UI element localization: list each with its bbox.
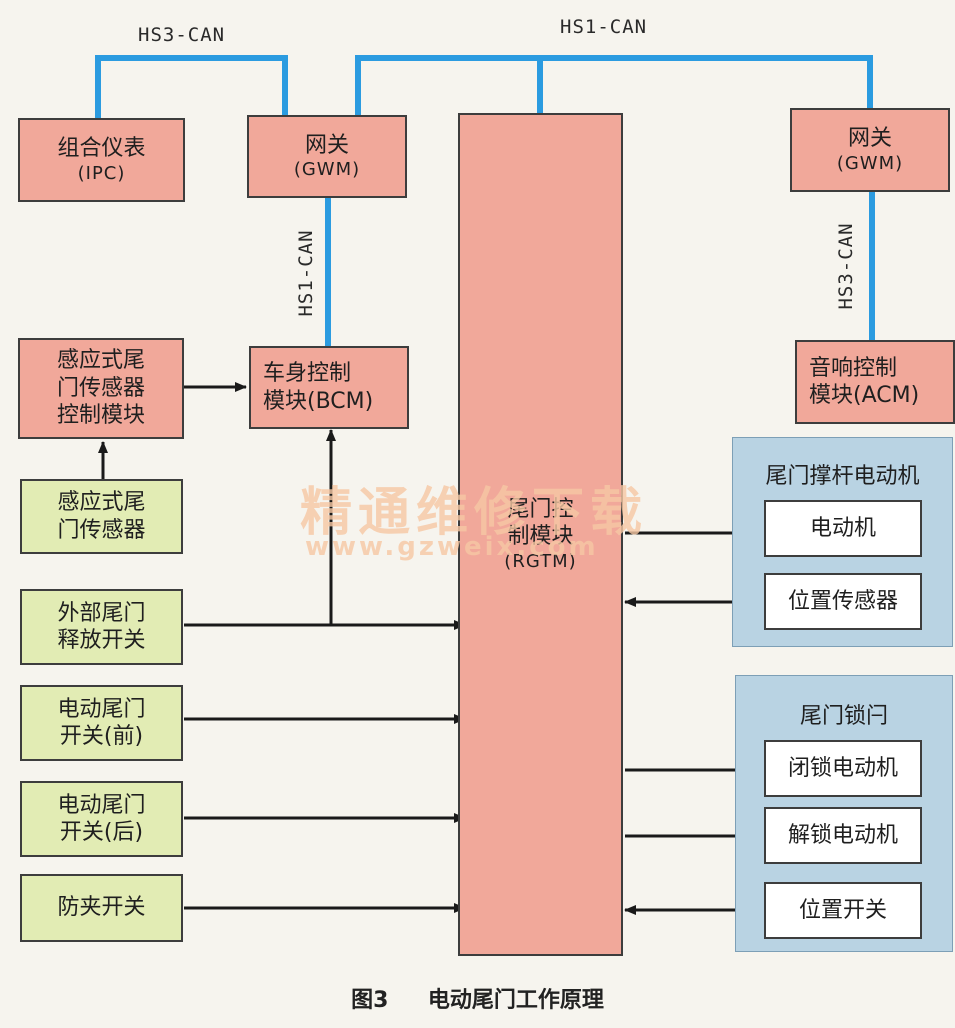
exterior-release-line2: 释放开关	[57, 628, 146, 653]
watermark-text: 精通维修下载	[300, 483, 649, 543]
bcm-line1: 车身控制	[263, 361, 352, 386]
hs1-can-top-line	[355, 55, 873, 118]
sensor-module-line2: 门传感器	[56, 375, 145, 401]
lock-motor-box: 闭锁电动机	[764, 740, 922, 797]
watermark-url: www.gzweix.com	[305, 532, 599, 562]
gwm-left-code: (GWM)	[293, 159, 361, 180]
sensor-module-line1: 感应式尾	[56, 348, 145, 374]
exterior-release-switch: 外部尾门 释放开关	[20, 589, 183, 665]
figure-caption: 图3 电动尾门工作原理	[0, 982, 955, 1014]
signal-arrows	[98, 382, 766, 915]
caption-title: 电动尾门工作原理	[427, 988, 604, 1013]
gateway-module-left: 网关 (GWM)	[247, 115, 407, 198]
position-switch-box: 位置开关	[764, 882, 922, 939]
position-sensor-box: 位置传感器	[764, 573, 922, 630]
gwm-right-code: (GWM)	[836, 152, 904, 174]
hs1-can-vertical-label: HS1-CAN	[295, 229, 317, 317]
position-sensor-label: 位置传感器	[787, 588, 898, 614]
position-switch-label: 位置开关	[798, 897, 887, 923]
hs3-can-top-label: HS3-CAN	[138, 24, 226, 46]
ipc-name: 组合仪表	[57, 136, 146, 161]
rgtm-line1: 尾门控	[507, 496, 574, 522]
gwm-right-name: 网关	[847, 126, 892, 151]
rgtm-module: 尾门控 制模块 (RGTM)	[458, 113, 623, 956]
power-tailgate-switch-rear: 电动尾门 开关(后)	[20, 781, 183, 857]
bcm-line2: 模块(BCM)	[263, 388, 374, 414]
switch-rear-line2: 开关(后)	[59, 820, 144, 845]
unlock-motor-label: 解锁电动机	[787, 822, 898, 848]
caption-figure-number: 图3	[351, 988, 389, 1013]
hs1-can-top-label: HS1-CAN	[560, 16, 648, 38]
gwm-left-name: 网关	[304, 132, 349, 158]
bcm-module: 车身控制 模块(BCM)	[249, 346, 409, 429]
lock-motor-label: 闭锁电动机	[787, 755, 898, 781]
sensor-module-line3: 控制模块	[56, 403, 145, 429]
hs3-can-vertical-label: HS3-CAN	[835, 222, 857, 310]
power-tailgate-switch-front: 电动尾门 开关(前)	[20, 685, 183, 761]
switch-front-line2: 开关(前)	[59, 724, 144, 749]
strut-panel-title: 尾门撑杆电动机	[765, 464, 920, 489]
can-bus-lines	[95, 55, 875, 351]
motor-label: 电动机	[809, 515, 876, 541]
proximity-sensor-control-module: 感应式尾 门传感器 控制模块	[18, 338, 184, 439]
acm-module: 音响控制 模块(ACM)	[795, 340, 955, 424]
proximity-sensor-line1: 感应式尾	[57, 490, 146, 515]
motor-box: 电动机	[764, 500, 922, 557]
rgtm-line2: 制模块	[507, 524, 574, 550]
switch-rear-line1: 电动尾门	[57, 792, 146, 818]
unlock-motor-box: 解锁电动机	[764, 807, 922, 864]
exterior-release-line1: 外部尾门	[57, 600, 146, 626]
switch-front-line1: 电动尾门	[57, 696, 146, 722]
acm-line2: 模块(ACM)	[809, 383, 920, 408]
ipc-code: (IPC)	[77, 162, 126, 184]
acm-line1: 音响控制	[809, 355, 898, 381]
anti-pinch-switch: 防夹开关	[20, 874, 183, 942]
proximity-sensor: 感应式尾 门传感器	[20, 479, 183, 554]
gateway-module-right: 网关 (GWM)	[790, 108, 950, 192]
proximity-sensor-line2: 门传感器	[57, 517, 146, 543]
latch-panel-title: 尾门锁闩	[799, 704, 888, 729]
pinch-switch-label: 防夹开关	[57, 895, 146, 921]
rgtm-line3: (RGTM)	[504, 550, 577, 572]
ipc-module: 组合仪表 (IPC)	[18, 118, 185, 202]
hs3-can-top-line	[95, 55, 288, 121]
